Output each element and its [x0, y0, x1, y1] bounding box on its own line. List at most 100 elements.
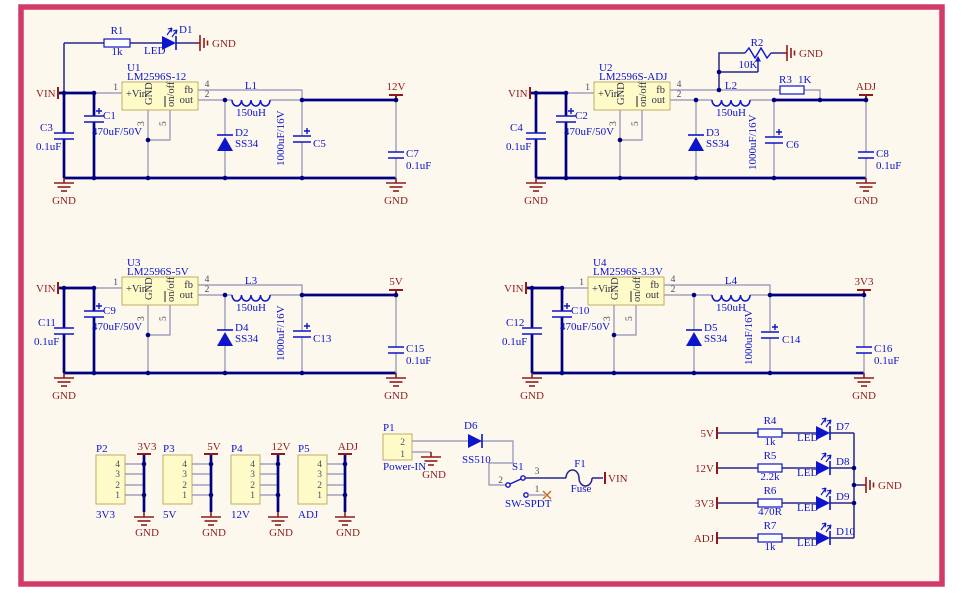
value-label: 1000uF/16V — [747, 114, 759, 170]
no-connect-icon — [542, 490, 552, 500]
part-number: LM2596S-12 — [127, 71, 186, 83]
ref-des: D3 — [706, 127, 720, 139]
net-label: 12V — [387, 81, 406, 93]
value-label: SS34 — [235, 333, 259, 345]
capacitors[interactable]: C4 0.1uF C2 470uF/50V C6 1000uF/16V C8 0… — [506, 108, 901, 172]
ref-des: C7 — [406, 148, 419, 160]
ref-des: C5 — [313, 138, 326, 150]
pin-number: 3 — [137, 121, 147, 126]
indicator-row-3v3[interactable]: 3V3 R6 470R LED D9 — [695, 485, 850, 518]
ic-u2[interactable]: U2 LM2596S-ADJ +Vin GND on/off fb out 1 … — [585, 62, 681, 126]
value-label: 1k — [112, 46, 124, 58]
inductor-l1[interactable]: L1 150uH — [231, 80, 271, 119]
pin-number: 3 — [115, 470, 120, 480]
ic-u3[interactable]: U3 LM2596S-5V +Vin GND on/off fb out 1 4… — [113, 257, 209, 321]
ref-des: P3 — [163, 443, 175, 455]
wires — [58, 286, 396, 375]
net-label: GND — [384, 390, 408, 402]
pin-name: out — [180, 95, 194, 106]
value-label: 1K — [798, 74, 812, 86]
pin-number: 1 — [400, 450, 405, 460]
wires — [94, 89, 397, 178]
pin-name: on/off — [166, 276, 177, 302]
wires — [58, 91, 396, 180]
pin-name: on/off — [632, 276, 643, 302]
pin-number: 3 — [609, 121, 619, 126]
capacitors[interactable]: C3 0.1uF C1 470uF/50V C5 1000uF/16V C7 0… — [36, 108, 431, 172]
ref-des: C15 — [406, 343, 425, 355]
net-label: GND — [878, 480, 902, 492]
pin-name: out — [652, 95, 666, 106]
connector-p4[interactable]: P4 4 3 2 1 12V GND 12V — [230, 441, 293, 539]
diode-d3[interactable]: D3 SS34 — [687, 127, 730, 152]
fuse-f1[interactable]: F1 Fuse — [565, 458, 593, 495]
inductor-l4[interactable]: L4 150uH — [711, 275, 751, 314]
connector-p2[interactable]: P2 4 3 2 1 3V3 GND 3V3 — [95, 441, 159, 539]
ref-des: D2 — [235, 127, 248, 139]
junction-dots — [529, 285, 867, 376]
wires — [718, 52, 783, 90]
ref-des: P4 — [231, 443, 243, 455]
wires — [260, 463, 278, 496]
ref-des: R3 — [779, 74, 792, 86]
ref-des: C16 — [874, 343, 893, 355]
value-label: 150uH — [236, 302, 266, 314]
indicator-row-5v[interactable]: 5V R4 1k LED D7 — [701, 415, 850, 448]
pin-name: out — [646, 290, 660, 301]
value-label: 0.1uF — [502, 336, 527, 348]
net-name: 3V3 — [96, 509, 115, 521]
value-label: 470uF/50V — [92, 126, 142, 138]
diode-d4[interactable]: D4 SS34 — [216, 322, 259, 347]
switch-s1[interactable]: S1 2 3 1 SW-SPDT — [498, 461, 551, 510]
pin-name: GND — [144, 82, 155, 105]
capacitors[interactable]: C11 0.1uF C9 470uF/50V C13 1000uF/16V C1… — [34, 303, 431, 367]
ic-u1[interactable]: U1 LM2596S-12 +Vin GND on/off fb out 1 4… — [113, 62, 209, 126]
pin-number: 2 — [498, 476, 503, 486]
wires — [566, 89, 867, 178]
wires — [526, 286, 864, 375]
ic-u4[interactable]: U4 LM2596S-3.3V +Vin GND on/off fb out 1… — [579, 257, 675, 321]
wires — [94, 284, 397, 373]
inductor-l3[interactable]: L3 150uH — [231, 275, 271, 314]
ref-des: C11 — [38, 317, 56, 329]
capacitors[interactable]: C12 0.1uF C10 470uF/50V C14 1000uF/16V C… — [502, 303, 899, 367]
ref-des: U2 — [599, 62, 612, 74]
ref-des: S1 — [512, 461, 524, 473]
value-label: 0.1uF — [36, 141, 61, 153]
led-row-vin[interactable]: R1 1k LED D1 GND — [103, 24, 236, 58]
ref-des: L3 — [245, 275, 258, 287]
pin-number: 2 — [317, 481, 322, 491]
inductor-l2[interactable]: L2 150uH — [711, 80, 751, 119]
pin-number: 2 — [400, 438, 405, 448]
indicator-row-adj[interactable]: ADJ R7 1k LED D10 — [694, 520, 856, 553]
diode-d2[interactable]: D2 SS34 — [216, 127, 259, 152]
net-name: 12V — [231, 509, 250, 521]
ref-des: D7 — [836, 421, 850, 433]
net-label: GND — [799, 48, 823, 60]
ref-des: R4 — [764, 415, 777, 427]
ref-des: F1 — [574, 458, 586, 470]
resistor-r3[interactable]: R3 1K — [779, 74, 812, 95]
connector-p5[interactable]: P5 4 3 2 1 ADJ GND ADJ — [297, 441, 360, 539]
value-label: 0.1uF — [34, 336, 59, 348]
value-label: 0.1uF — [406, 160, 431, 172]
value-label: 470uF/50V — [92, 321, 142, 333]
ref-des: D5 — [704, 322, 718, 334]
pin-number: 3 — [250, 470, 255, 480]
diode-d5[interactable]: D5 SS34 — [685, 322, 728, 347]
net-label: VIN — [36, 88, 56, 100]
pot-r2[interactable]: R2 10K GND — [739, 37, 823, 72]
pin-number: 1 — [250, 491, 255, 501]
net-label: GND — [422, 469, 446, 481]
pin-number: 4 — [317, 460, 322, 470]
indicator-row-12v[interactable]: 12V R5 2.2k LED D8 — [695, 450, 850, 483]
connector-p1[interactable]: P1 2 1 Power-IN — [382, 422, 426, 473]
led-indicator-section: 5V R4 1k LED D7 12V R5 2.2k LED D8 3V3 R… — [694, 415, 902, 553]
diode-d6[interactable]: D6 SS510 — [462, 420, 491, 466]
value-label: Fuse — [571, 483, 592, 495]
ref-des: C4 — [510, 122, 523, 134]
connector-p3[interactable]: P3 4 3 2 1 5V GND 5V — [162, 441, 226, 539]
net-label: 3V3 — [138, 441, 157, 453]
pin-number: 4 — [182, 460, 187, 470]
